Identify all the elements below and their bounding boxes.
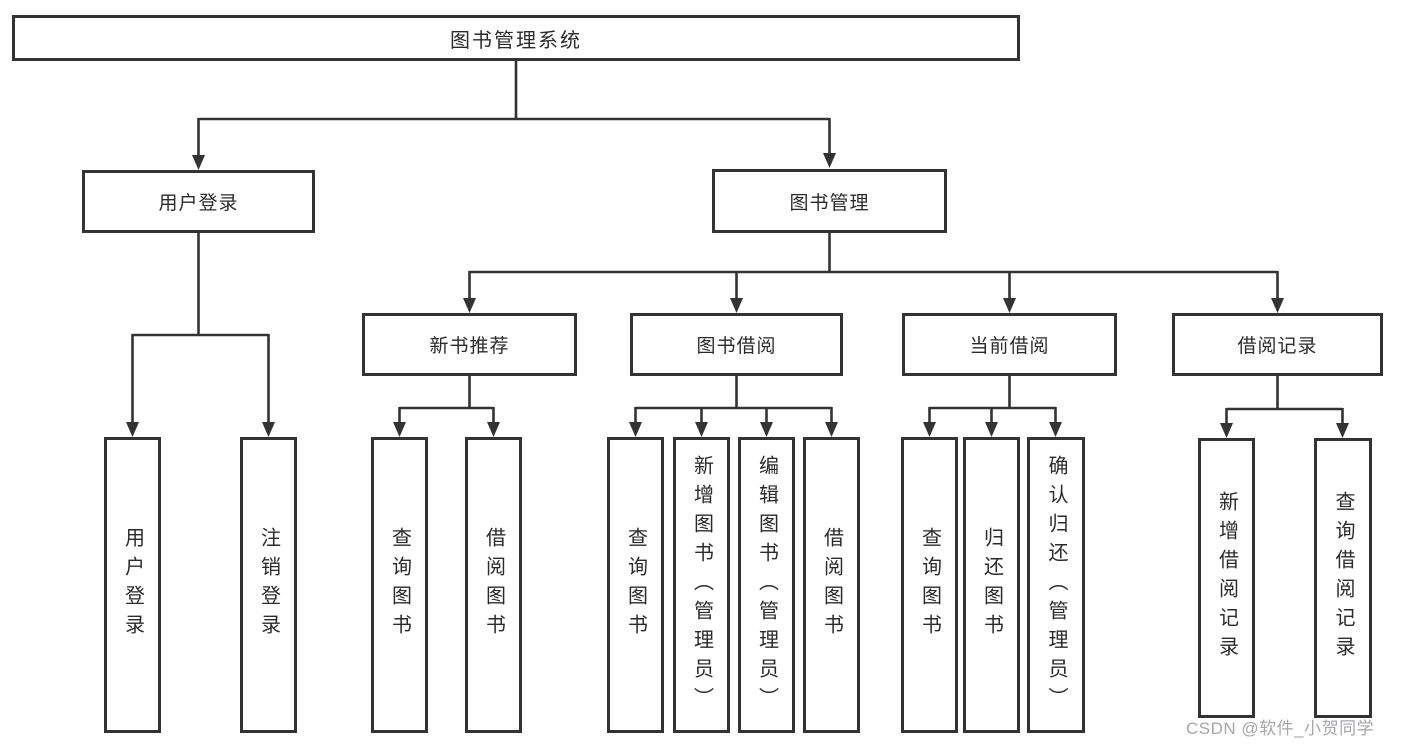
connector-root-split xyxy=(197,61,831,158)
connector-bookmgmt-children xyxy=(468,233,1279,301)
arrowhead xyxy=(923,422,936,437)
arrowhead xyxy=(1336,423,1349,438)
arrowhead xyxy=(1220,423,1233,438)
leaf-logout: 注销登录 xyxy=(240,437,297,733)
arrowhead xyxy=(730,298,743,313)
leaf-add-borrow-record: 新增借阅记录 xyxy=(1198,438,1255,718)
arrowhead xyxy=(1271,298,1284,313)
arrowheads xyxy=(126,153,1349,438)
arrowhead xyxy=(985,422,998,437)
node-borrow-records: 借阅记录 xyxy=(1172,313,1383,376)
node-book-borrow: 图书借阅 xyxy=(630,313,843,376)
arrowhead xyxy=(487,422,500,437)
arrowhead xyxy=(393,422,406,437)
leaf-confirm-return-admin: 确认归还（管理员） xyxy=(1027,437,1085,733)
leaf-query-books-current: 查询图书 xyxy=(901,437,958,733)
arrowhead xyxy=(1003,298,1016,313)
arrowhead xyxy=(262,422,275,437)
node-root: 图书管理系统 xyxy=(12,15,1020,61)
arrowhead xyxy=(823,153,836,168)
connector-borrow-children xyxy=(634,376,833,425)
connector-recommend-children xyxy=(398,376,495,425)
leaf-query-borrow-record: 查询借阅记录 xyxy=(1314,438,1372,718)
arrowhead xyxy=(695,422,708,437)
watermark: CSDN @软件_小贺同学 xyxy=(1186,719,1375,738)
arrowhead xyxy=(760,422,773,437)
node-current-borrow: 当前借阅 xyxy=(902,313,1117,376)
node-new-book-recommend: 新书推荐 xyxy=(362,313,577,376)
leaf-borrow-books-recommend: 借阅图书 xyxy=(465,437,522,733)
leaf-borrow-books: 借阅图书 xyxy=(803,437,860,733)
connector-current-children xyxy=(928,376,1057,425)
node-book-management: 图书管理 xyxy=(712,169,947,233)
connector-records-children xyxy=(1225,376,1344,426)
leaf-add-books-admin: 新增图书（管理员） xyxy=(673,437,730,733)
arrowhead xyxy=(825,422,838,437)
arrowhead xyxy=(192,155,205,170)
leaf-edit-books-admin: 编辑图书（管理员） xyxy=(738,437,795,733)
leaf-return-books: 归还图书 xyxy=(963,437,1020,733)
arrowhead xyxy=(629,422,642,437)
node-user-login: 用户登录 xyxy=(82,170,315,233)
leaf-query-books-borrow: 查询图书 xyxy=(607,437,664,733)
leaf-user-login: 用户登录 xyxy=(104,437,161,733)
connector-userlogin-children xyxy=(131,233,270,425)
leaf-query-books-recommend: 查询图书 xyxy=(371,437,428,733)
arrowhead xyxy=(1049,422,1062,437)
arrowhead xyxy=(463,298,476,313)
arrowhead xyxy=(126,422,139,437)
